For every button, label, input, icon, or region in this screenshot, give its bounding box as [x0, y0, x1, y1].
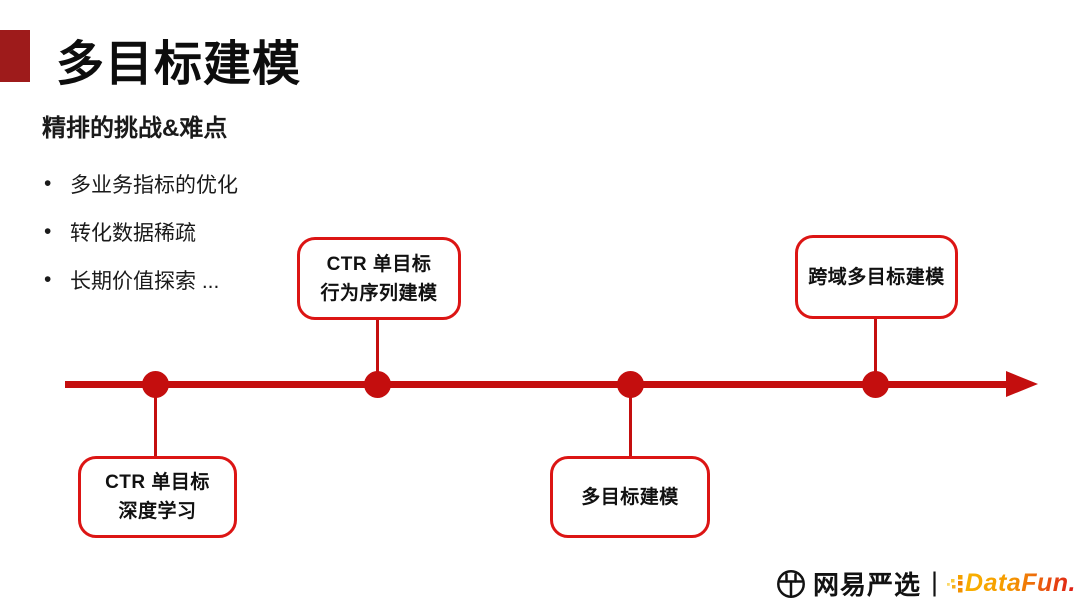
subtitle: 精排的挑战&难点: [42, 115, 228, 142]
milestone-box: CTR 单目标 深度学习: [78, 456, 237, 538]
list-item: • 转化数据稀疏: [44, 218, 238, 245]
brand-divider: |: [931, 567, 939, 597]
milestone-label: 行为序列建模: [320, 282, 438, 304]
bullet-text: 长期价值探索 ...: [70, 269, 220, 293]
yanxuan-logo-icon: [777, 569, 805, 598]
bullet-text: 转化数据稀疏: [70, 221, 196, 245]
timeline-dot: [862, 371, 889, 398]
bullet-icon: •: [44, 267, 52, 291]
milestone-label: 深度学习: [118, 501, 197, 522]
timeline-dot: [142, 371, 169, 398]
milestone-box: CTR 单目标 行为序列建模: [297, 237, 461, 320]
milestone-label: 多目标建模: [581, 486, 679, 508]
milestone-box: 多目标建模: [550, 456, 710, 538]
timeline-dot: [364, 371, 391, 398]
footer-brand-row: 网易严选 | DataFun.: [776, 565, 1076, 602]
list-item: • 长期价值探索 ...: [44, 266, 238, 293]
bullet-icon: •: [44, 219, 52, 243]
bullet-text: 多业务指标的优化: [70, 173, 238, 197]
brand-name-yanxuan: 网易严选: [813, 570, 922, 600]
challenge-bullet-list: • 多业务指标的优化 • 转化数据稀疏 • 长期价值探索 ...: [44, 170, 238, 314]
datafun-mosaic-icon: [947, 574, 963, 592]
milestone-connector: [874, 316, 877, 385]
timeline-dot: [617, 371, 644, 398]
milestone-label: CTR 单目标: [105, 472, 210, 493]
milestone-label: CTR 单目标: [326, 253, 432, 275]
page-title: 多目标建模: [56, 38, 302, 91]
milestone-box: 跨域多目标建模: [795, 235, 958, 319]
list-item: • 多业务指标的优化: [44, 170, 238, 197]
milestone-label: 跨域多目标建模: [808, 266, 945, 288]
bullet-icon: •: [44, 171, 52, 195]
milestone-connector: [154, 385, 157, 458]
title-marker: [0, 30, 30, 82]
timeline-axis: [65, 381, 1010, 388]
timeline-arrow-icon: [1006, 371, 1038, 397]
datafun-logo: DataFun.: [965, 569, 1076, 597]
milestone-connector: [376, 318, 379, 385]
milestone-connector: [629, 385, 632, 458]
